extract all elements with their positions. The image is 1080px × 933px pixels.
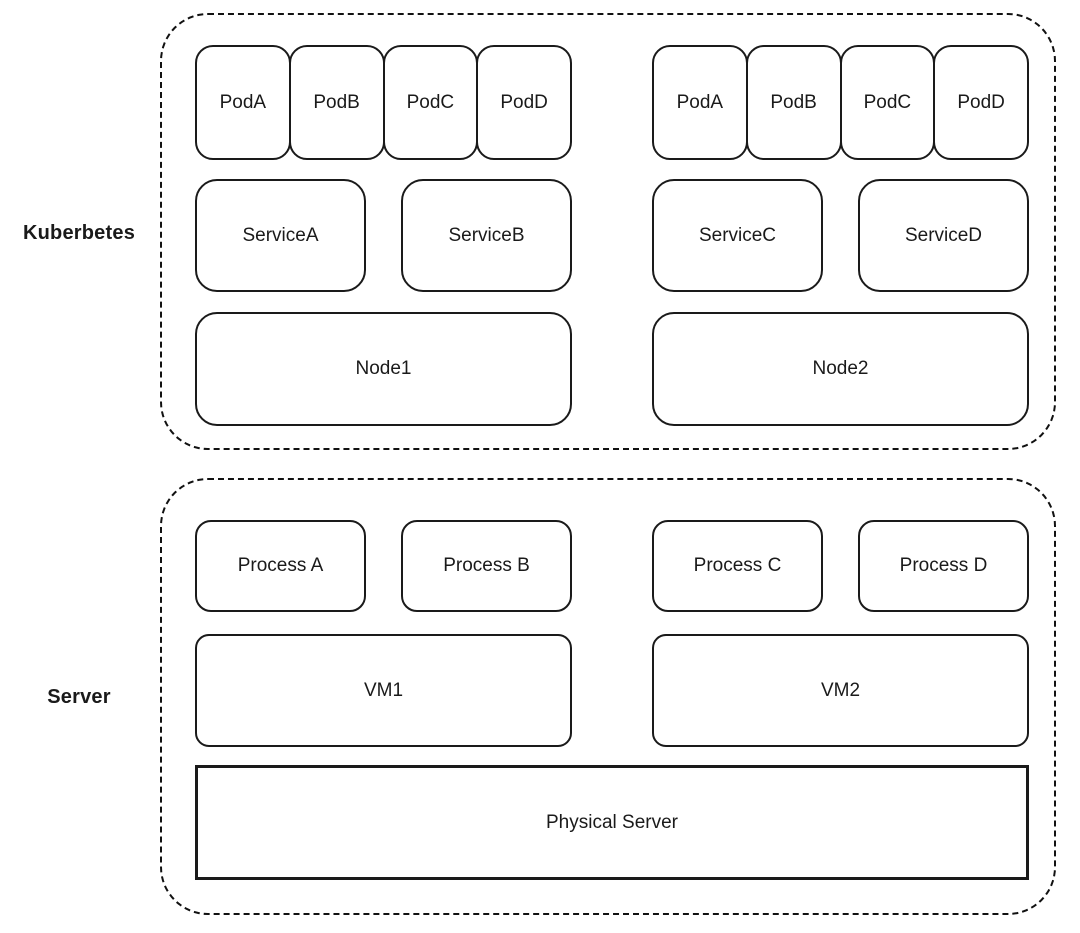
pod-box: PodB bbox=[745, 45, 842, 160]
server-section-label: Server bbox=[47, 686, 111, 708]
service-box: ServiceC bbox=[652, 179, 823, 292]
vm-box: VM2 bbox=[652, 634, 1029, 747]
physical-server-box: Physical Server bbox=[195, 765, 1029, 880]
pod-box: PodA bbox=[652, 45, 748, 160]
vm2-processes-row: Process C Process D bbox=[652, 520, 1029, 612]
node2-group: PodA PodB PodC PodD ServiceC ServiceD No… bbox=[652, 45, 1029, 439]
process-box: Process D bbox=[858, 520, 1029, 612]
pod-box: PodA bbox=[195, 45, 291, 160]
pod-box: PodD bbox=[933, 45, 1029, 160]
service-box: ServiceA bbox=[195, 179, 366, 292]
node-box: Node2 bbox=[652, 312, 1029, 426]
process-box: Process A bbox=[195, 520, 366, 612]
service-box: ServiceD bbox=[858, 179, 1029, 292]
pod-box: PodB bbox=[288, 45, 385, 160]
process-box: Process B bbox=[401, 520, 572, 612]
node1-services-row: ServiceA ServiceB bbox=[195, 179, 572, 292]
service-box: ServiceB bbox=[401, 179, 572, 292]
node-box: Node1 bbox=[195, 312, 572, 426]
node1-pods-row: PodA PodB PodC PodD bbox=[195, 45, 572, 160]
kubernetes-container: PodA PodB PodC PodD ServiceA ServiceB No… bbox=[160, 13, 1056, 450]
server-container: Process A Process B Process C Process D … bbox=[160, 478, 1056, 915]
pod-box: PodC bbox=[839, 45, 936, 160]
node2-pods-row: PodA PodB PodC PodD bbox=[652, 45, 1029, 160]
pod-box: PodD bbox=[476, 45, 572, 160]
vm-box: VM1 bbox=[195, 634, 572, 747]
process-box: Process C bbox=[652, 520, 823, 612]
kubernetes-section-label: Kuberbetes bbox=[22, 222, 136, 244]
vm1-processes-row: Process A Process B bbox=[195, 520, 572, 612]
node2-services-row: ServiceC ServiceD bbox=[652, 179, 1029, 292]
pod-box: PodC bbox=[382, 45, 479, 160]
node1-group: PodA PodB PodC PodD ServiceA ServiceB No… bbox=[195, 45, 572, 439]
